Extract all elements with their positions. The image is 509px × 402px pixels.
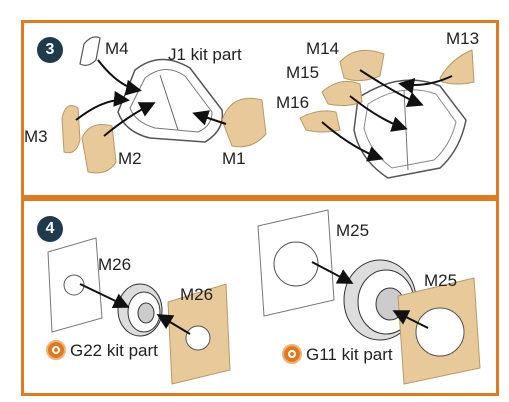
- mask-m13-shape: [439, 49, 475, 85]
- label-m25-bottom: M25: [424, 271, 458, 290]
- label-m14: M14: [306, 39, 340, 58]
- label-m3: M3: [24, 127, 48, 146]
- mask-m2-shape: [81, 124, 117, 174]
- mask-m3-shape: [61, 105, 81, 154]
- mask-m4-shape: [79, 36, 101, 66]
- label-g11-kit-part: G11 kit part: [306, 344, 393, 364]
- label-m25-top: M25: [336, 221, 370, 240]
- step-3-number: 3: [45, 41, 55, 58]
- step-4-badge: 4: [37, 216, 63, 242]
- mask-m14-shape: [339, 49, 385, 82]
- kit-part-g11: G11 kit part: [282, 344, 393, 364]
- label-j1-kit-part: J1 kit part: [168, 45, 242, 64]
- canopy-front-j1: [117, 58, 224, 143]
- label-m1: M1: [222, 149, 246, 168]
- mask-m1-shape: [221, 97, 267, 148]
- kit-part-g22: G22 kit part: [46, 340, 158, 360]
- label-m15: M15: [286, 63, 320, 82]
- step-4-number: 4: [45, 220, 55, 237]
- label-g22-kit-part: G22 kit part: [70, 340, 158, 360]
- label-m2: M2: [118, 149, 142, 168]
- wheel-g22: [117, 283, 163, 337]
- canopy-rear: [353, 79, 467, 179]
- kit-part-icon: [282, 344, 302, 364]
- label-m4: M4: [105, 39, 129, 58]
- step-3-badge: 3: [37, 37, 63, 63]
- label-m26-bottom: M26: [180, 285, 214, 304]
- mask-m15-shape: [321, 80, 363, 107]
- label-m16: M16: [276, 93, 310, 112]
- label-m13: M13: [446, 29, 480, 48]
- label-m26-top: M26: [98, 255, 132, 274]
- mask-m16-shape: [299, 110, 341, 133]
- kit-part-icon: [46, 340, 66, 360]
